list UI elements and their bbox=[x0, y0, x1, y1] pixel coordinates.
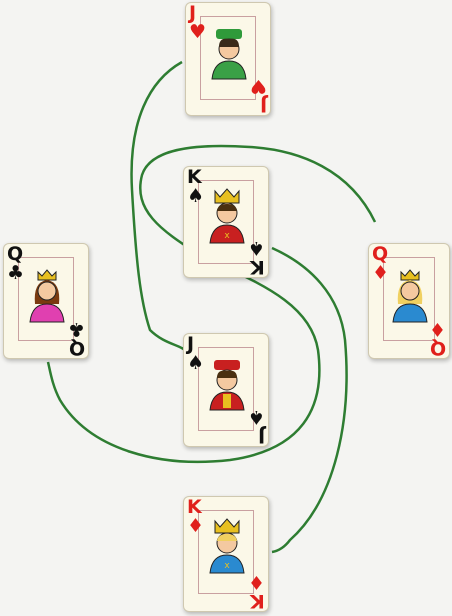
card-queen-diamonds[interactable]: Q ♦ ♦ Q bbox=[368, 243, 450, 359]
card-rank-bottom: Q bbox=[430, 338, 446, 358]
spade-icon: ♠ bbox=[187, 354, 204, 373]
path-king-spades-to-king-diamonds bbox=[272, 248, 347, 552]
card-jack-hearts[interactable]: J ♥ ♥ J bbox=[185, 2, 271, 116]
card-rank: Q bbox=[7, 244, 23, 264]
heart-icon-bottom: ♥ bbox=[250, 76, 267, 95]
diamond-icon-bottom: ♦ bbox=[429, 319, 446, 338]
club-icon-bottom: ♣ bbox=[68, 319, 85, 338]
queen-figure-icon bbox=[24, 260, 70, 336]
diamond-icon: ♦ bbox=[187, 517, 204, 536]
king-figure-icon: x bbox=[204, 183, 250, 259]
card-rank: J bbox=[187, 334, 194, 354]
spade-icon-bottom: ♠ bbox=[248, 407, 265, 426]
card-rank: Q bbox=[372, 244, 388, 264]
card-rank-bottom: J bbox=[258, 426, 265, 446]
diamond-icon-bottom: ♦ bbox=[248, 572, 265, 591]
heart-icon: ♥ bbox=[189, 23, 206, 42]
card-queen-clubs[interactable]: Q ♣ ♣ Q bbox=[3, 243, 89, 359]
svg-text:x: x bbox=[224, 561, 230, 571]
card-rank-bottom: K bbox=[250, 257, 265, 277]
card-rank: K bbox=[187, 497, 202, 517]
card-rank-bottom: J bbox=[260, 95, 267, 115]
jack-figure-icon bbox=[204, 350, 250, 426]
card-rank-bottom: K bbox=[250, 591, 265, 611]
card-rank-bottom: Q bbox=[69, 338, 85, 358]
card-king-diamonds[interactable]: K ♦ x ♦ K bbox=[183, 496, 269, 612]
club-icon: ♣ bbox=[7, 264, 24, 283]
card-rank: J bbox=[189, 3, 196, 23]
king-figure-icon: x bbox=[204, 513, 250, 589]
card-rank: K bbox=[187, 167, 202, 187]
queen-figure-icon bbox=[387, 260, 433, 336]
spade-icon: ♠ bbox=[187, 187, 204, 206]
path-jack-hearts-to-jack-spades bbox=[132, 62, 186, 352]
svg-text:x: x bbox=[224, 231, 230, 241]
card-king-spades[interactable]: K ♠ x ♠ K bbox=[183, 166, 269, 278]
card-jack-spades[interactable]: J ♠ ♠ J bbox=[183, 333, 269, 447]
jack-figure-icon bbox=[206, 19, 252, 95]
spade-icon-bottom: ♠ bbox=[248, 238, 265, 257]
